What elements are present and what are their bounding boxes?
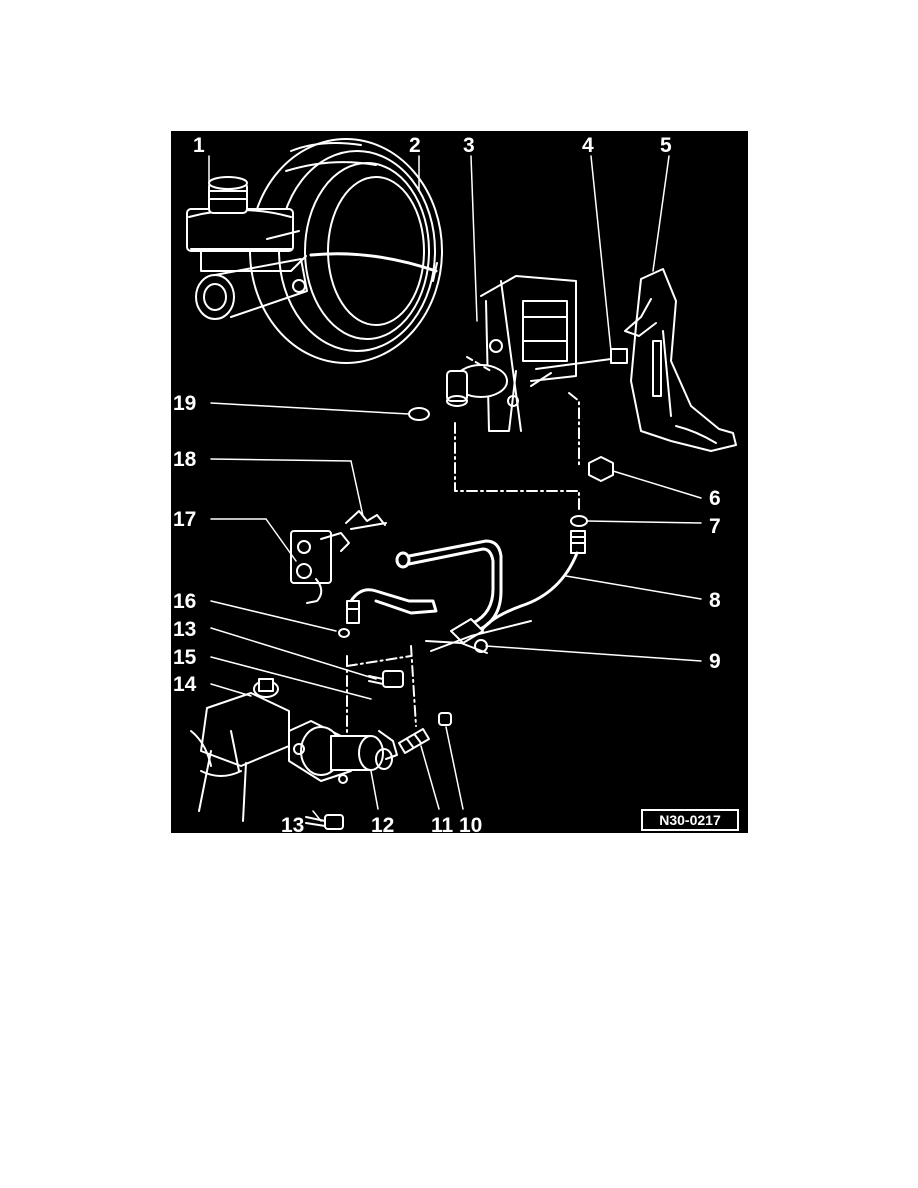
fluid-reservoir-drawing xyxy=(186,176,308,320)
callout-10: 10 xyxy=(459,814,483,833)
pipe-fitting-drawing xyxy=(338,600,360,638)
callout-7: 7 xyxy=(709,515,721,538)
exploded-view-diagram: 1 2 3 4 5 6 7 8 9 10 11 12 13 13 14 15 1… xyxy=(171,131,748,833)
retaining-clip-drawing xyxy=(345,510,387,530)
dust-cap-drawing xyxy=(438,712,452,726)
callout-19: 19 xyxy=(173,392,197,415)
brake-booster-drawing xyxy=(249,138,443,364)
leader-lines xyxy=(208,155,702,822)
seal-drawing xyxy=(570,515,588,527)
transmission-housing-drawing xyxy=(190,678,290,822)
hose-union-drawing xyxy=(425,618,532,654)
callout-13-lower: 13 xyxy=(281,814,305,833)
clutch-pedal-drawing xyxy=(624,268,737,452)
pedal-bracket-drawing xyxy=(480,275,577,432)
o-ring-drawing xyxy=(408,407,430,421)
callout-17: 17 xyxy=(173,508,197,531)
nut-drawing xyxy=(588,456,614,482)
callout-14: 14 xyxy=(173,673,197,696)
callout-8: 8 xyxy=(709,589,721,612)
lower-bolt-drawing xyxy=(305,814,344,830)
callout-3: 3 xyxy=(463,134,475,157)
clutch-master-cylinder-drawing xyxy=(446,356,508,407)
callout-15: 15 xyxy=(173,646,197,669)
pushrod-drawing xyxy=(530,348,628,387)
bleeder-screw-drawing xyxy=(398,728,430,754)
callout-6: 6 xyxy=(709,487,721,510)
figure-code-label: N30-0217 xyxy=(641,809,739,831)
callout-9: 9 xyxy=(709,650,721,673)
callout-16: 16 xyxy=(173,590,197,613)
callout-12: 12 xyxy=(371,814,395,833)
callout-5: 5 xyxy=(660,134,672,157)
clutch-pipe-drawing xyxy=(349,539,503,638)
bracket-plate-drawing xyxy=(290,530,350,604)
callout-13-upper: 13 xyxy=(173,618,197,641)
vacuum-hose-drawing xyxy=(309,252,438,273)
callout-2: 2 xyxy=(409,134,421,157)
slave-cylinder-drawing xyxy=(288,720,398,784)
callout-1: 1 xyxy=(193,134,205,157)
callout-18: 18 xyxy=(173,448,197,471)
routing-line-drawing xyxy=(346,392,580,752)
bolt-drawing xyxy=(368,670,404,688)
callout-4: 4 xyxy=(582,134,594,157)
callout-11: 11 xyxy=(431,814,454,833)
